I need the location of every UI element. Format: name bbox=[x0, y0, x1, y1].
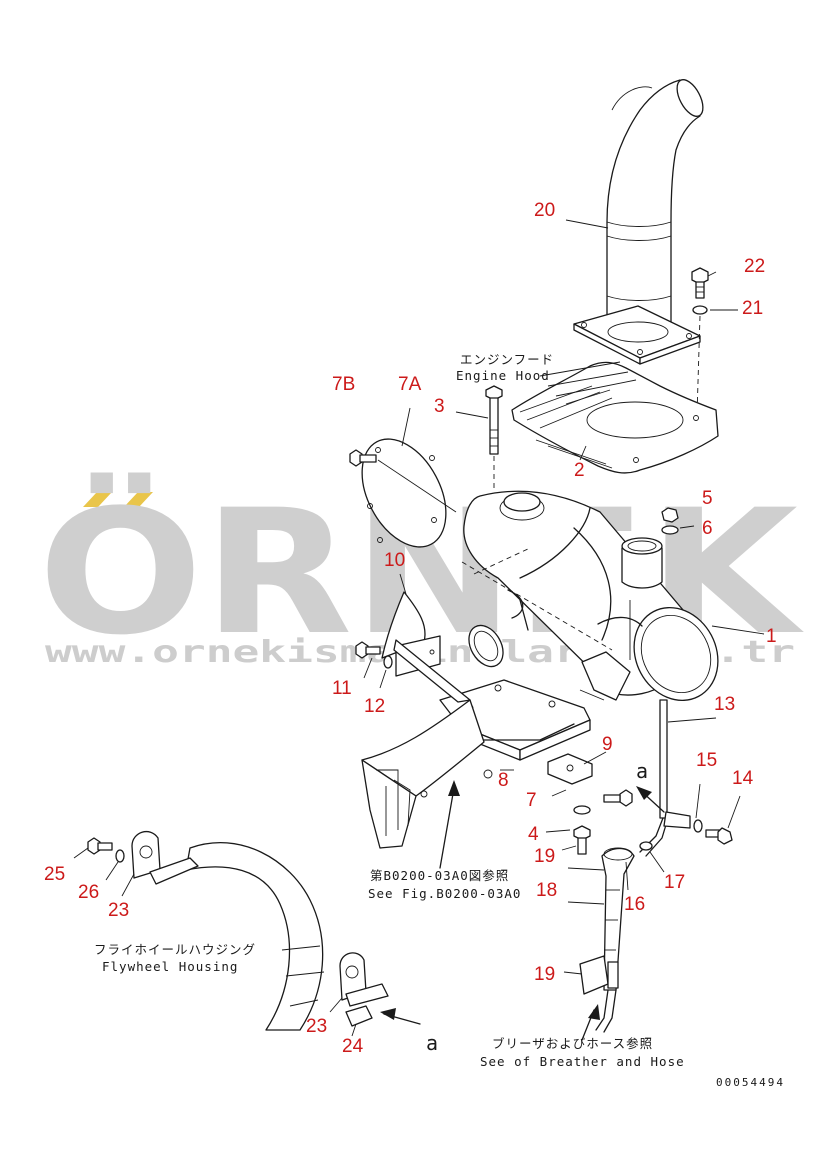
annotations: エンジンフード Engine Hood 第B0200-03A0図参照 See F… bbox=[94, 352, 785, 1089]
nut-part-5 bbox=[661, 507, 679, 523]
callout-1: 1 bbox=[766, 626, 777, 647]
fig-ref-note-jp: 第B0200-03A0図参照 bbox=[370, 868, 509, 883]
flywheel-housing bbox=[185, 842, 325, 1031]
callout-16: 16 bbox=[624, 894, 645, 915]
document-number: 00054494 bbox=[716, 1076, 785, 1089]
muffler-part-1 bbox=[461, 490, 719, 702]
callout-14: 14 bbox=[732, 768, 754, 789]
callout-11: 11 bbox=[332, 678, 352, 699]
fig-ref-note-en: See Fig.B0200-03A0 bbox=[368, 886, 521, 901]
callout-25: 25 bbox=[44, 864, 65, 885]
callout-22: 22 bbox=[744, 256, 765, 277]
callout-7a: 7A bbox=[398, 374, 422, 395]
shim-part-24 bbox=[345, 1005, 373, 1027]
callout-8: 8 bbox=[498, 770, 509, 791]
bracket-part-23-lower bbox=[339, 952, 389, 1007]
callout-3: 3 bbox=[434, 396, 445, 417]
bolt-part-7b bbox=[349, 449, 377, 467]
callout-21: 21 bbox=[742, 298, 763, 319]
view-a-label-top: a bbox=[636, 759, 648, 783]
callout-15: 15 bbox=[696, 750, 717, 771]
bolt-part-3 bbox=[485, 385, 503, 455]
bolt-part-22 bbox=[691, 267, 709, 299]
engine-hood-plate-part-2 bbox=[511, 361, 719, 474]
heat-shield-part-10 bbox=[381, 591, 441, 677]
bolt-part-11 bbox=[355, 641, 381, 659]
callout-9: 9 bbox=[602, 734, 613, 755]
bracket-part-23-upper bbox=[131, 830, 199, 885]
breather-hose-part-18 bbox=[601, 847, 635, 991]
callout-20: 20 bbox=[534, 200, 555, 221]
callout-6: 6 bbox=[702, 518, 713, 539]
callout-19-upper: 19 bbox=[534, 846, 555, 867]
part-callouts: 20 22 21 7B 7A 3 2 5 6 10 1 11 12 13 9 1… bbox=[44, 200, 777, 1057]
pipe-part-13 bbox=[639, 699, 691, 857]
engine-bracket bbox=[361, 639, 485, 849]
washer-part-26 bbox=[115, 849, 125, 863]
bolt-part-14 bbox=[705, 827, 733, 845]
callout-5: 5 bbox=[702, 488, 713, 509]
washer-part-15 bbox=[693, 819, 703, 833]
watermark-accent-mark-right bbox=[124, 492, 153, 507]
callout-12: 12 bbox=[364, 696, 385, 717]
watermark-accent-mark-left bbox=[83, 492, 112, 507]
muffler-outlet bbox=[621, 537, 663, 660]
callout-2: 2 bbox=[574, 460, 585, 481]
callout-4: 4 bbox=[528, 824, 539, 845]
callout-7: 7 bbox=[526, 790, 537, 811]
callout-24: 24 bbox=[342, 1036, 364, 1057]
bolt-part-7 bbox=[603, 789, 633, 807]
breather-note-en: See of Breather and Hose bbox=[480, 1054, 685, 1069]
muffler-inlet bbox=[468, 624, 504, 668]
leader-lines bbox=[73, 219, 765, 1037]
callout-23-upper: 23 bbox=[108, 900, 129, 921]
engine-hood-note-jp: エンジンフード bbox=[460, 352, 554, 367]
flywheel-note-jp: フライホイールハウジング bbox=[94, 942, 256, 957]
engine-hood-note-en: Engine Hood bbox=[456, 368, 550, 383]
flywheel-note-en: Flywheel Housing bbox=[102, 959, 238, 974]
bolt-part-19-upper bbox=[573, 825, 591, 855]
bolt-part-25 bbox=[87, 837, 113, 855]
washer-part-12 bbox=[383, 655, 393, 669]
breather-note-jp: ブリーザおよびホース参照 bbox=[492, 1036, 653, 1051]
exhaust-pipe-part-20 bbox=[606, 79, 704, 331]
exhaust-flange bbox=[573, 305, 701, 365]
view-a-label-bottom: a bbox=[426, 1031, 438, 1055]
callout-23-lower: 23 bbox=[306, 1016, 327, 1037]
clamp-part-17 bbox=[639, 841, 653, 851]
washer-part-6 bbox=[661, 525, 679, 535]
callout-10: 10 bbox=[384, 550, 405, 571]
bracket-part-9 bbox=[547, 753, 593, 785]
clamp-part-19-lower bbox=[579, 955, 619, 995]
cover-plate-part-7a bbox=[361, 438, 447, 548]
washer-part-21 bbox=[692, 305, 708, 315]
callout-17: 17 bbox=[664, 872, 685, 893]
arrows bbox=[380, 780, 665, 1041]
callout-19-lower: 19 bbox=[534, 964, 555, 985]
callout-18: 18 bbox=[536, 880, 557, 901]
callout-26: 26 bbox=[78, 882, 99, 903]
callout-7b: 7B bbox=[332, 374, 355, 395]
callout-13: 13 bbox=[714, 694, 735, 715]
washer-part-4 bbox=[573, 805, 591, 815]
